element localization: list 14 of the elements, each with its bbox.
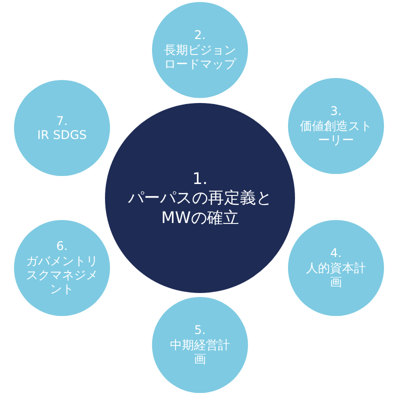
number-label: 3. [330,104,342,119]
node-label: ガバメントリスクマネジメント [25,254,99,297]
number-label: 1. [192,169,208,188]
number-label: 6. [56,239,68,254]
number-label: 4. [330,246,342,261]
node-label: 価値創造ストーリー [299,118,373,148]
number-label: 2. [194,28,206,43]
number-label: 7. [56,114,68,128]
node-label: IR SDGS [37,128,87,142]
node-label: パーパスの再定義とMWの確立 [127,188,273,227]
node-label: 長期ビジョンロードマップ [163,42,237,72]
node-label: 中期経営計画 [169,338,231,367]
number-label: 5. [194,323,206,338]
node-label: 人的資本計画 [306,260,366,290]
